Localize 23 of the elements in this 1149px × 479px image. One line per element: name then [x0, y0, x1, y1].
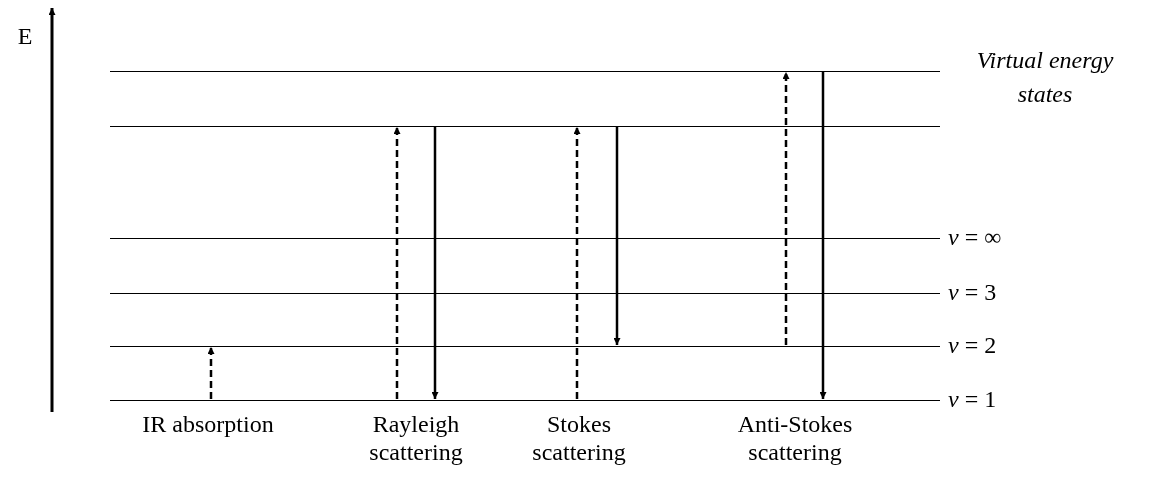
- process-label: Anti-Stokes scattering: [736, 410, 854, 466]
- level-label: v = 3: [948, 278, 997, 306]
- level-label: v = ∞: [948, 223, 1002, 251]
- energy-level-line: [110, 126, 940, 127]
- dashed-arrow: [207, 347, 215, 399]
- energy-level-line: [110, 238, 940, 239]
- dashed-arrow: [573, 127, 581, 399]
- energy-level-line: [110, 346, 940, 347]
- arrow: [431, 127, 439, 399]
- energy-level-line: [110, 400, 940, 401]
- level-label: v = 2: [948, 331, 997, 359]
- level-label: Virtual energy states: [975, 46, 1115, 109]
- dashed-arrow: [393, 127, 401, 399]
- process-label: Stokes scattering: [531, 410, 627, 466]
- axis-label: E: [16, 22, 34, 50]
- process-label: IR absorption: [141, 410, 275, 438]
- dashed-arrow: [782, 72, 790, 345]
- energy-level-line: [110, 293, 940, 294]
- energy-level-line: [110, 71, 940, 72]
- level-label: v = 1: [948, 385, 997, 413]
- process-label: Rayleigh scattering: [368, 410, 464, 466]
- arrow: [819, 72, 827, 399]
- arrow: [613, 127, 621, 345]
